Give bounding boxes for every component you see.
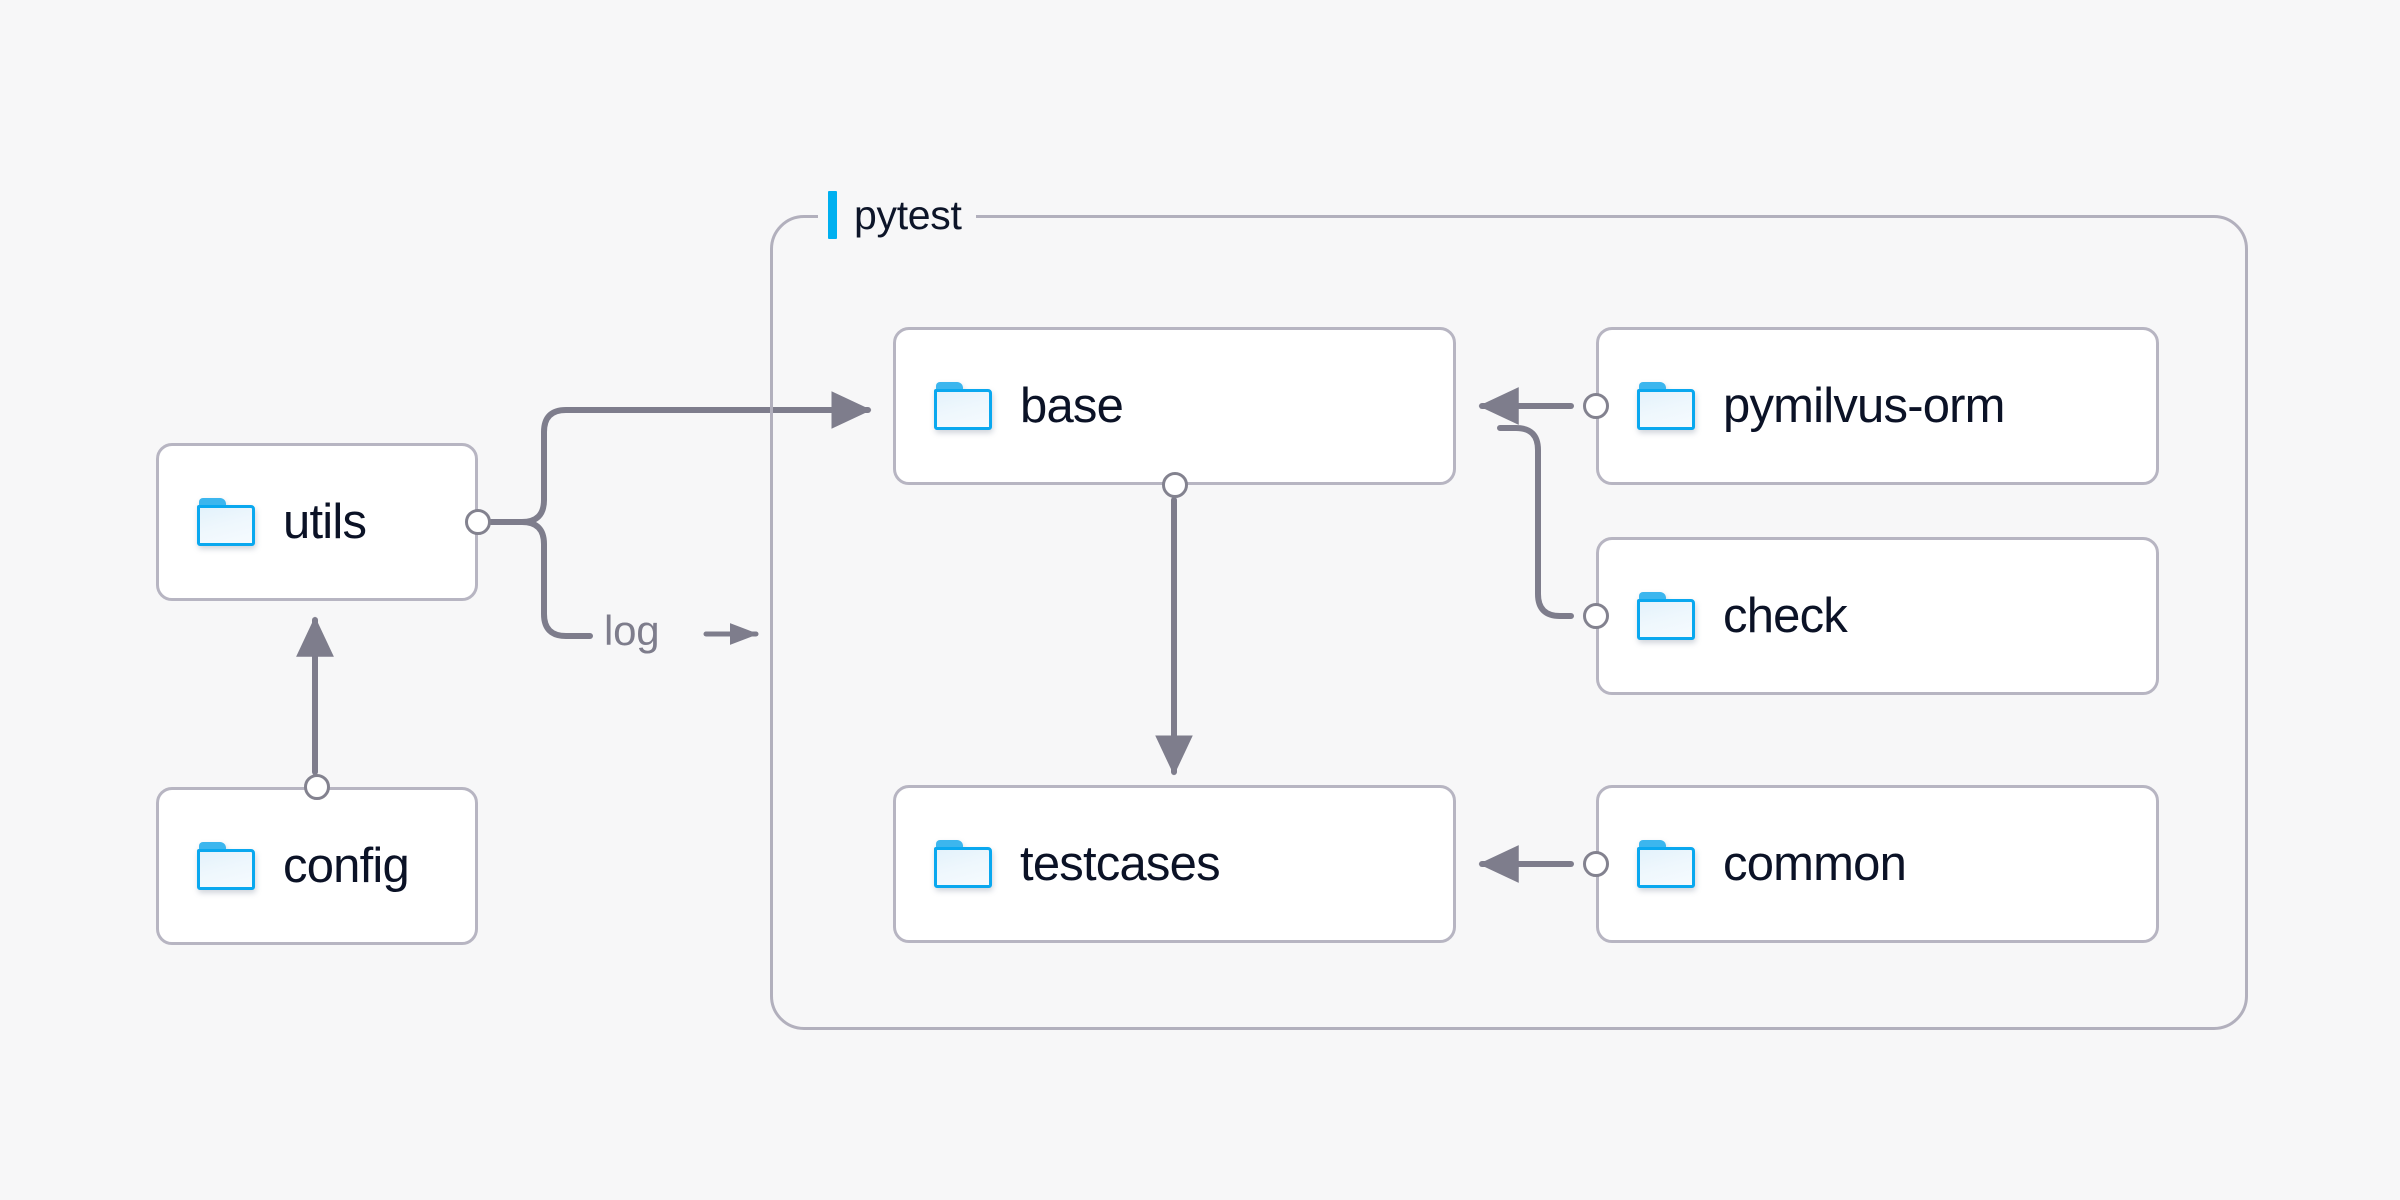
node-label-common: common xyxy=(1723,836,1907,891)
folder-icon xyxy=(934,382,992,430)
node-common[interactable]: common xyxy=(1596,785,2159,943)
port-common-left[interactable] xyxy=(1583,851,1609,877)
folder-icon xyxy=(1637,592,1695,640)
folder-icon xyxy=(197,842,255,890)
folder-icon xyxy=(197,498,255,546)
port-config-top[interactable] xyxy=(304,774,330,800)
node-label-pymilvus-orm: pymilvus-orm xyxy=(1723,378,2006,433)
node-utils[interactable]: utils xyxy=(156,443,478,601)
node-pymilvus-orm[interactable]: pymilvus-orm xyxy=(1596,327,2159,485)
port-base-bottom[interactable] xyxy=(1161,472,1188,498)
node-label-check: check xyxy=(1723,588,1848,643)
port-check-left[interactable] xyxy=(1583,603,1609,629)
folder-icon xyxy=(934,840,992,888)
node-label-base: base xyxy=(1020,378,1124,433)
group-title: pytest xyxy=(854,191,962,238)
port-pymilvus-orm-left[interactable] xyxy=(1583,393,1609,419)
node-base[interactable]: base xyxy=(893,327,1456,485)
node-label-utils: utils xyxy=(283,494,367,549)
edge-label-log: log xyxy=(604,607,660,654)
folder-icon xyxy=(1637,840,1695,888)
node-testcases[interactable]: testcases xyxy=(893,785,1456,943)
port-utils-right[interactable] xyxy=(465,509,491,535)
group-container-pytest[interactable] xyxy=(770,215,2248,1030)
node-config[interactable]: config xyxy=(156,787,478,945)
group-label-pytest[interactable]: pytest xyxy=(818,187,976,243)
group-accent-bar xyxy=(828,191,837,239)
edge-utils-log xyxy=(519,519,593,639)
folder-icon xyxy=(1637,382,1695,430)
node-label-testcases: testcases xyxy=(1020,836,1221,891)
node-label-config: config xyxy=(283,838,410,893)
node-check[interactable]: check xyxy=(1596,537,2159,695)
